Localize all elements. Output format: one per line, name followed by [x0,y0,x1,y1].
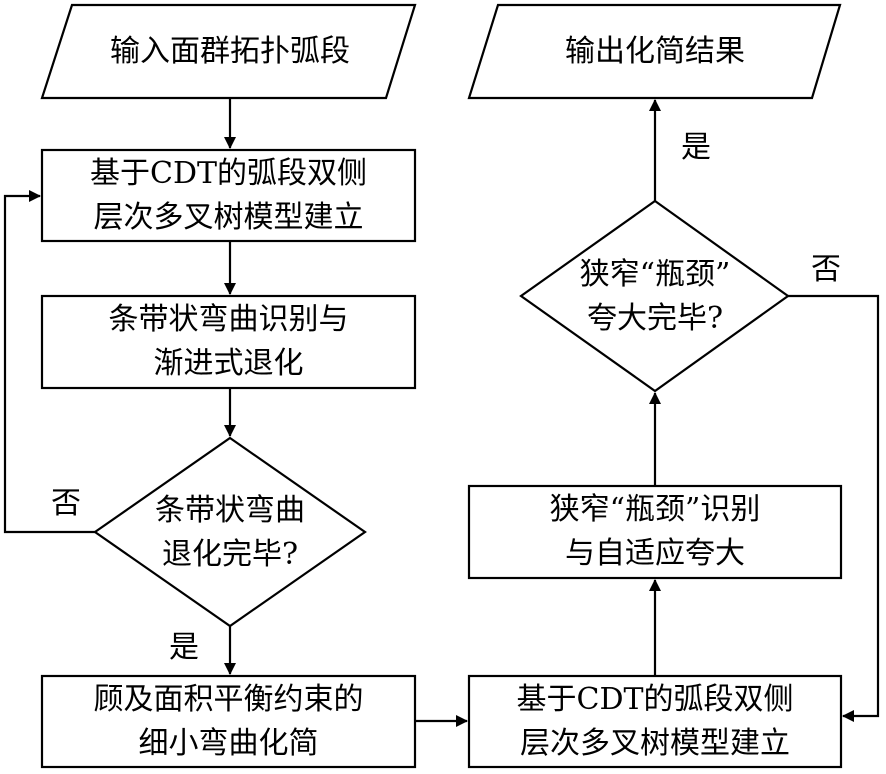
output-parallelogram [467,3,842,100]
cdt-build-right-label: 基于CDT的弧段双侧 层次多叉树模型建立 [516,681,794,761]
bottleneck-detect-label: 狭窄“瓶颈”识别 与自适应夸大 [549,492,761,571]
right-yes-label: 是 [681,130,711,165]
arrow-decision-no-loop-right [788,294,880,722]
strip-detect-label: 条带状弯曲识别与 渐进式退化 [108,302,349,381]
arrow-decision-no-loop [3,190,95,534]
input-label: 输入面群拓扑弧段 [110,33,350,69]
input-parallelogram [40,3,417,100]
strip-detect-box [40,294,417,390]
bottleneck-done-decision-label: 狭窄“瓶颈” 夸大完毕? [579,257,731,336]
right-no-label: 否 [811,252,841,287]
cdt-build-left-box [40,148,417,243]
cdt-build-left-label: 基于CDT的弧段双侧 层次多叉树模型建立 [89,155,368,235]
strip-done-decision-label: 条带状弯曲 退化完毕? [155,493,305,572]
output-label: 输出化简结果 [565,33,745,69]
left-yes-label: 是 [169,630,199,665]
left-no-label: 否 [51,486,81,521]
small-bend-label: 顾及面积平衡约束的 细小弯曲化简 [93,681,364,761]
bottleneck-done-diamond [519,199,790,393]
